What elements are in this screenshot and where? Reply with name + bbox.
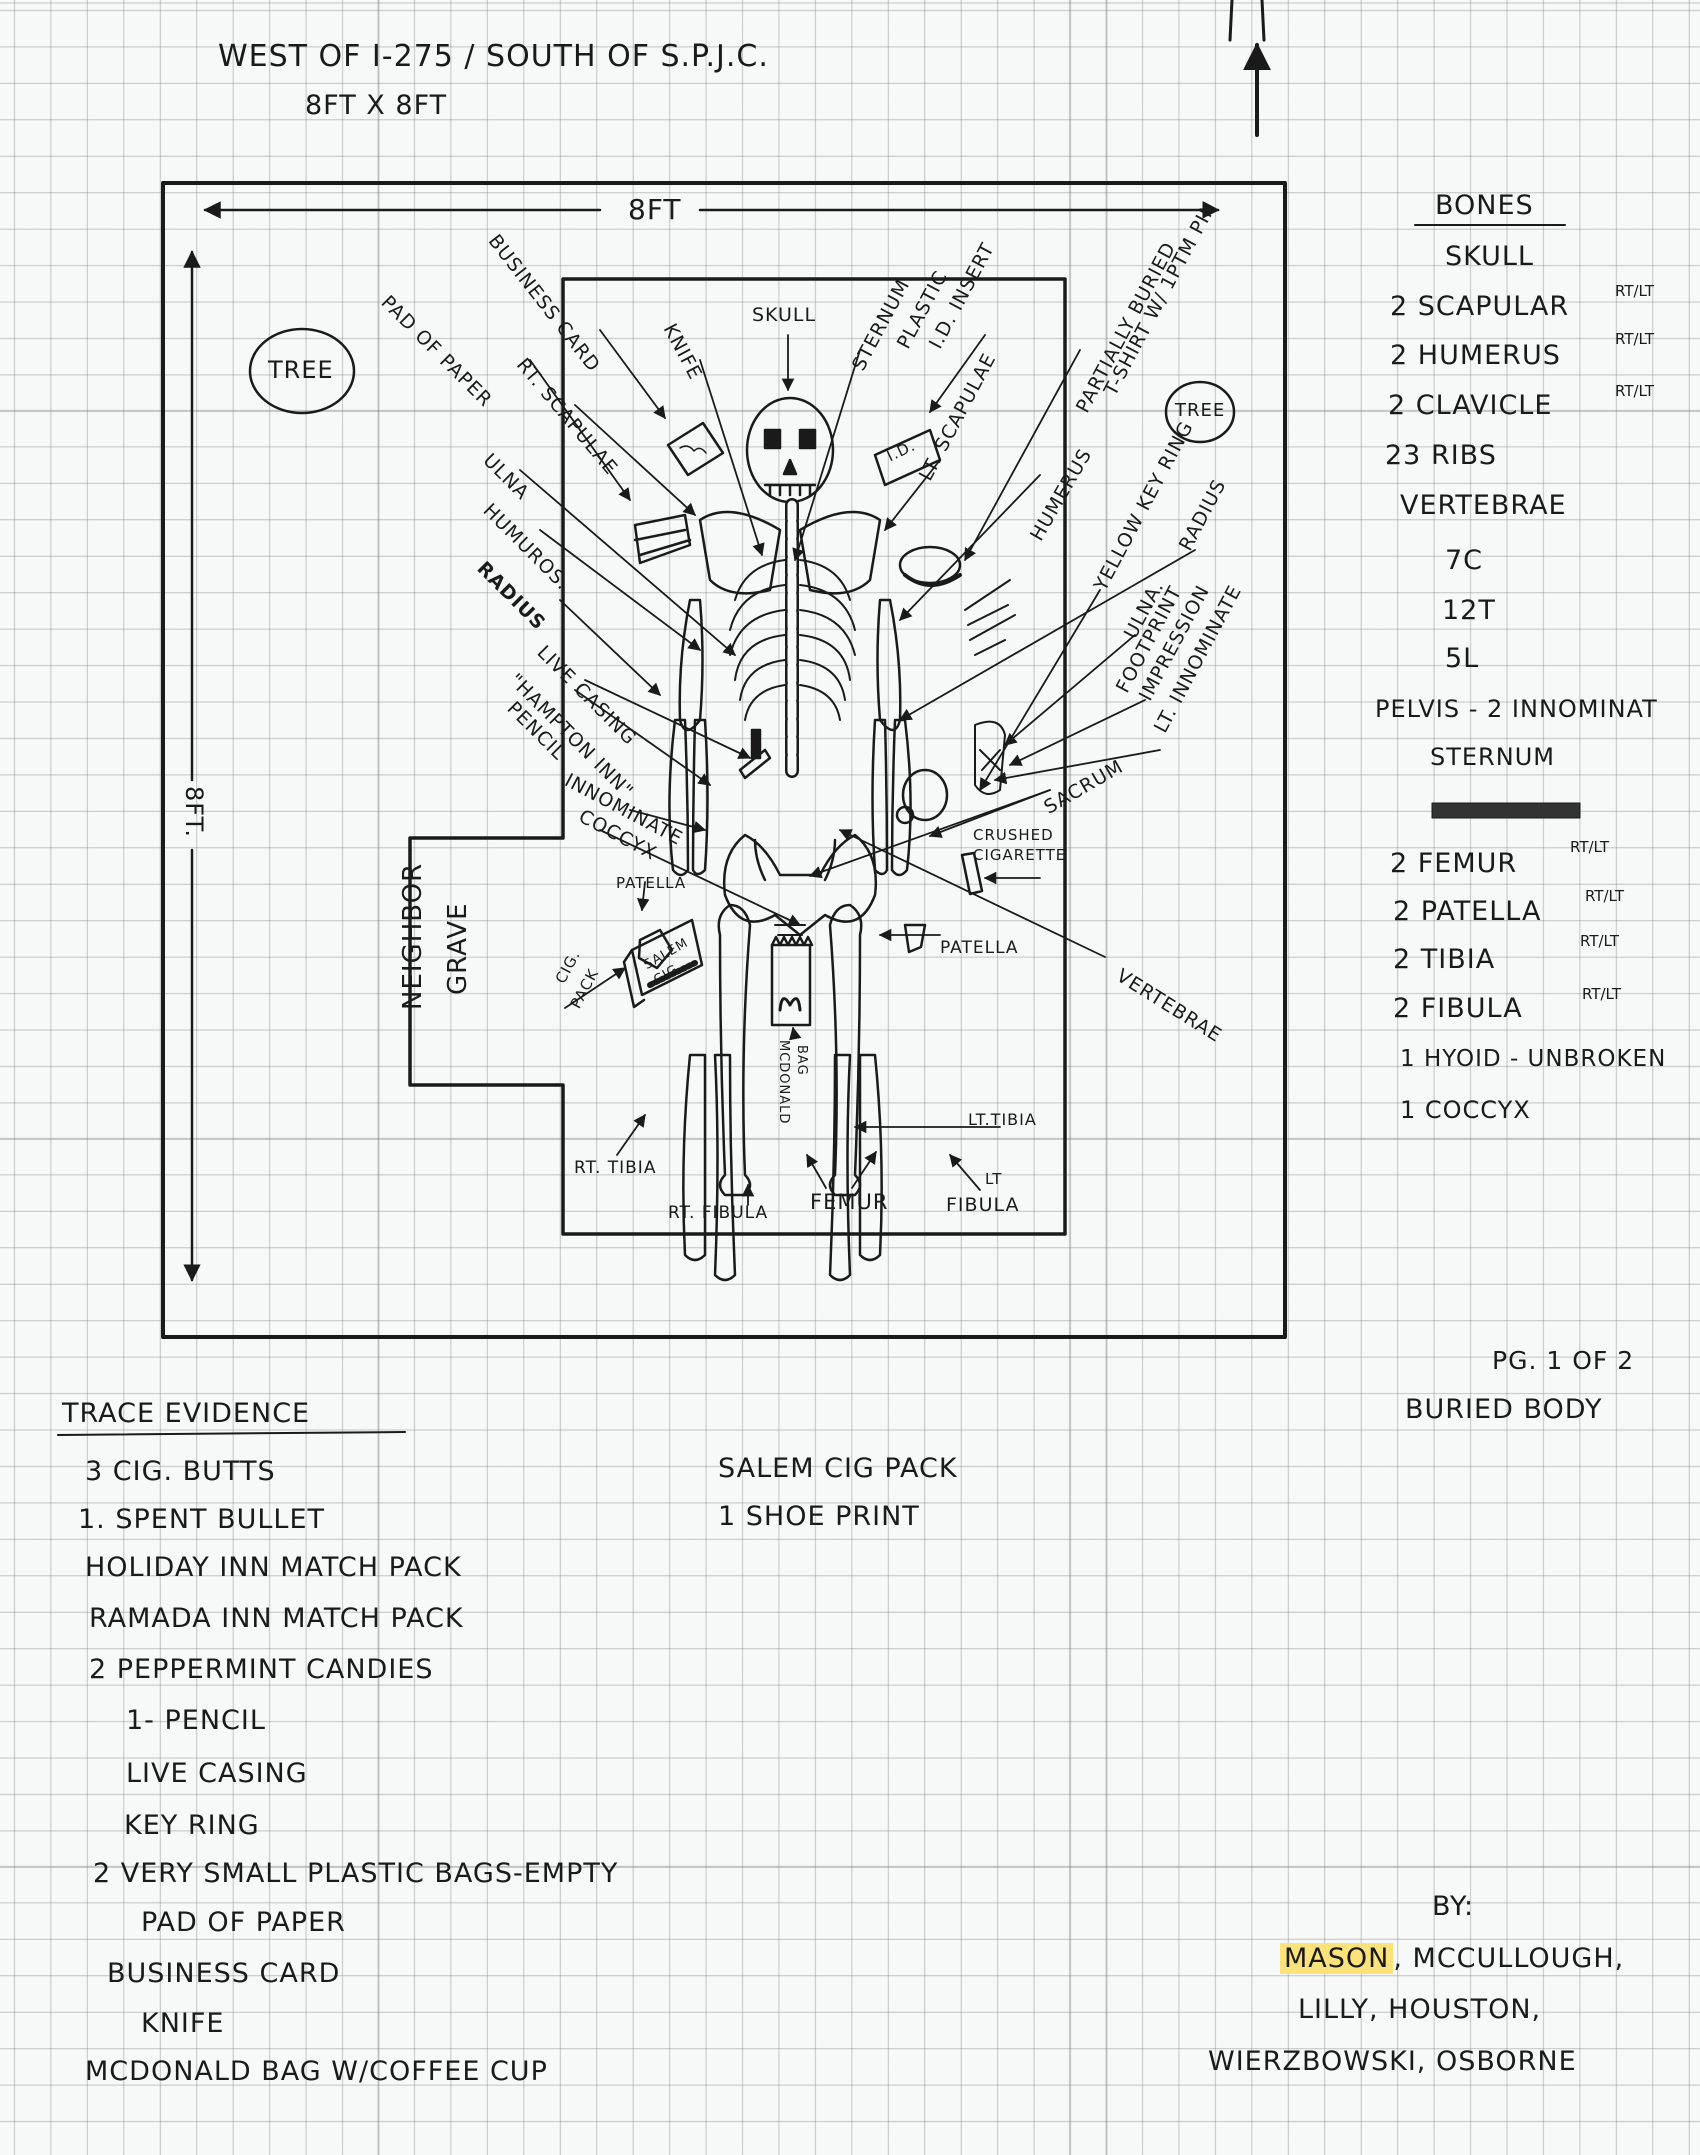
tree-right-circle [1164,380,1236,444]
evidence-item: Knife [141,2008,225,2039]
trace-evidence-underline [57,1431,406,1436]
label-lt-fibula-2: Fibula [946,1194,1020,1216]
label-rt-tibia: Rt. Tibia [574,1158,657,1178]
evidence-item: Key Ring [124,1810,260,1841]
evidence-item: Pad of Paper [141,1907,346,1938]
live-casing-object [750,728,762,760]
label-patella-left: Patella [616,874,687,892]
bone-item: Skull [1445,241,1534,272]
bone-item: 2 Patella [1393,896,1542,927]
label-crushed: Crushed [973,826,1054,844]
peppermint-object [895,768,949,825]
location-title: West of I-275 / South of S.P.J.C. [218,39,769,74]
page-number: Pg. 1 of 2 [1492,1346,1635,1375]
bone-side: RT/LT [1582,985,1622,1003]
mcdonald-bag-object [770,935,814,1027]
evidence-item: 1 Shoe Print [718,1501,920,1532]
skeleton-drawing [637,396,927,1282]
bones-title: Bones [1435,190,1534,221]
evidence-item: 1- Pencil [126,1705,266,1736]
evidence-item: Ramada Inn Match Pack [89,1603,464,1634]
neighbor-grave-label-1: Neighbor [398,862,428,1010]
grave-outline [408,277,1067,1236]
pad-of-paper-object [633,513,692,565]
yellow-key-ring-object [964,579,1016,656]
bone-item: 2 Fibula [1393,993,1523,1024]
evidence-item: 2 Peppermint Candies [89,1654,434,1685]
evidence-item: 1. Spent Bullet [78,1504,326,1535]
bone-side: RT/LT [1585,887,1625,905]
evidence-item: Live Casing [126,1758,308,1789]
label-lt-tibia: Lt.Tibia [968,1110,1037,1129]
bone-item: Vertebrae [1400,490,1567,521]
bone-item: 2 Tibia [1393,944,1496,975]
evidence-item: Business Card [107,1958,341,1989]
authors-line-3: Wierzbowski, Osborne [1208,2046,1577,2077]
crossed-out-item-scribble [1431,802,1581,819]
partially-buried-tshirt-object [898,545,962,587]
bone-side: RT/LT [1570,838,1610,856]
salem-cig-pack-object [622,918,704,1009]
bone-side: RT/LT [1580,932,1620,950]
height-label: 8FT. [180,785,209,839]
width-label: 8FT [628,193,682,226]
bone-item: 2 Clavicle [1388,390,1553,421]
tree-right-label: TREE [1175,400,1226,421]
business-card-object [666,421,725,477]
north-arrow-icon [1228,0,1271,137]
authors-line-1: Mason, McCullough, [1280,1943,1625,1974]
evidence-item: Holiday Inn Match Pack [85,1552,462,1583]
bone-item: Sternum [1430,743,1555,771]
tree-left-label: TREE [268,356,334,384]
neighbor-grave-label-2: Grave [443,902,473,996]
outer-boundary [161,181,1287,1339]
label-lt-fibula-1: Lt [985,1170,1003,1188]
bone-item: 7C [1445,545,1484,576]
bone-item: Pelvis - 2 Innominat [1375,695,1658,723]
label-mcdonald: McDonald [776,1040,791,1125]
label-patella-right: Patella [940,938,1019,958]
bone-side: RT/LT [1615,382,1655,400]
bone-item: 5L [1445,643,1480,674]
bone-item: 2 Humerus [1390,340,1561,371]
evidence-item: McDonald Bag w/Coffee Cup [85,2056,548,2087]
authors-line-2: Lilly, Houston, [1298,1994,1542,2025]
authors-line-1-rest: , McCullough, [1393,1943,1625,1974]
bone-item: 12T [1442,595,1496,626]
bone-item: 1 Coccyx [1400,1096,1531,1124]
dimensions-title: 8ft x 8ft [305,90,448,121]
evidence-item: 3 Cig. Butts [85,1456,276,1487]
footprint-object [974,720,1006,795]
leader-arrows [519,329,1196,1206]
bone-side: RT/LT [1615,330,1655,348]
crushed-cigarette-object [960,851,984,896]
authors-by-label: By: [1432,1891,1475,1922]
evidence-item: Salem Cig Pack [718,1453,958,1484]
label-cigarette: Cigarette [973,846,1067,864]
bone-item: 2 Scapular [1390,291,1570,322]
bone-side: RT/LT [1615,282,1655,300]
bone-item: 2 Femur [1390,848,1518,879]
subject-title: Buried Body [1405,1394,1603,1425]
bone-item: 1 Hyoid - unbroken [1400,1046,1667,1072]
evidence-item: 2 Very Small Plastic Bags-Empty [93,1858,619,1889]
tree-left-circle [248,327,356,415]
label-mcdonald-bag: Bag [794,1045,809,1076]
label-femur: Femur [810,1190,889,1214]
trace-evidence-title: Trace Evidence [62,1398,311,1429]
label-skull: Skull [752,304,817,326]
label-rt-fibula: Rt. Fibula [668,1203,769,1223]
highlighted-author: Mason [1280,1943,1394,1974]
bone-item: 23 Ribs [1385,440,1497,471]
